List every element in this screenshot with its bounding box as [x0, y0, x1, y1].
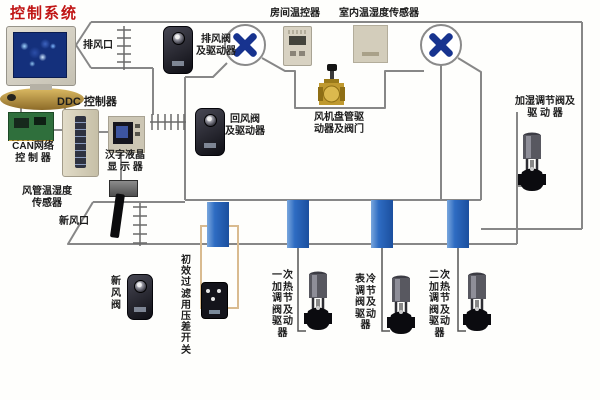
label-filter-pressure-switch: 初 效 过 滤 用 压 差 开 关 — [181, 255, 191, 356]
sensor-slot — [362, 52, 379, 56]
indoor-sensor-device — [353, 25, 388, 63]
pc-base-button — [7, 94, 16, 101]
secondary-heating-valve-device — [463, 272, 491, 331]
label-exhaust-outlet: 排风口 — [83, 40, 113, 51]
primary-heating-valve-device — [304, 271, 332, 330]
thermostat-vents — [288, 30, 307, 34]
cooling-pipe — [371, 200, 393, 248]
label-fresh-air-valve: 新 风 阀 — [111, 276, 121, 311]
fan-coil-valve-device — [318, 64, 345, 105]
coil-symbol — [150, 114, 186, 130]
switch-dot — [206, 289, 210, 293]
pressure-switch-device — [201, 282, 228, 319]
switch-label-strip — [209, 310, 220, 314]
thermostat-button — [299, 51, 305, 56]
return-fan-icon — [420, 24, 462, 66]
label-cooling-valve: 表冷 调节 阀及 驱动 器 — [355, 274, 377, 331]
room-box-lines — [184, 62, 481, 201]
actuator-label-strip — [204, 143, 216, 148]
thermostat-button — [290, 51, 296, 56]
chip — [14, 118, 29, 128]
lcd-display-device — [108, 116, 145, 153]
label-primary-heating-valve: 一次 加热 调节 阀及 驱动 器 — [272, 270, 294, 339]
room-thermostat-device — [283, 26, 312, 66]
label-ddc-controller: DDC 控制器 — [57, 96, 117, 108]
page-title: 控制系统 — [10, 5, 79, 22]
label-can-controller: CAN网络 控 制 器 — [6, 141, 60, 165]
primary-heat-pipe — [287, 200, 309, 248]
fresh-air-damper-actuator — [127, 274, 153, 320]
label-indoor-sensor: 室内温湿度传感器 — [339, 8, 419, 19]
label-secondary-heating-valve: 二次 加热 调节 阀及 驱动 器 — [429, 270, 451, 339]
fan-coil-shelf-lines — [261, 57, 482, 200]
switch-dot — [217, 289, 221, 293]
label-exhaust-valve-actuator: 排风阀 及驱动器 — [196, 34, 236, 57]
humidify-valve-device — [518, 132, 546, 191]
label-fresh-air-outlet: 新风口 — [59, 216, 89, 227]
lcd-button — [135, 132, 140, 136]
chip — [34, 117, 46, 125]
lcd-button — [135, 124, 140, 128]
fresh-air-duct-lines — [67, 201, 517, 245]
exhaust-duct-lines — [75, 21, 230, 115]
monitor-stand — [30, 84, 52, 90]
actuator-label-strip — [134, 307, 146, 312]
ceiling-and-right-duct-lines — [230, 21, 583, 230]
actuator-knob — [204, 114, 217, 127]
ddc-controller-device — [62, 109, 99, 177]
pc-base — [0, 88, 84, 110]
actuator-knob — [172, 32, 185, 45]
label-humidify-valve: 加湿调节阀及 驱 动 器 — [515, 96, 575, 119]
label-fan-coil-valve: 风机盘管驱 动器及阀门 — [314, 112, 364, 135]
surface-cooling-valve-device — [387, 275, 415, 334]
ddc-front-panel — [75, 116, 86, 168]
return-air-damper-actuator — [195, 108, 225, 156]
exhaust-damper-actuator — [163, 26, 193, 74]
secondary-heat-pipe — [447, 200, 469, 248]
fresh-air-pipe — [207, 202, 229, 247]
control-pc — [0, 24, 86, 110]
actuator-label-strip — [172, 61, 184, 66]
label-duct-sensor: 风管温湿度 传感器 — [22, 186, 72, 209]
actuator-knob — [134, 280, 147, 293]
supply-fan-icon — [224, 24, 266, 66]
label-room-thermostat: 房间温控器 — [270, 8, 320, 19]
lcd-graphic — [116, 126, 128, 138]
monitor-screen — [13, 32, 67, 78]
fresh-air-damper-icon — [133, 203, 147, 246]
exhaust-damper-icon — [117, 26, 131, 70]
thermostat-screen — [289, 36, 306, 45]
valve-connector-lines — [297, 247, 466, 332]
switch-dot — [211, 297, 215, 301]
label-return-valve: 回风阀 及驱动器 — [225, 114, 265, 137]
humidifier-line — [516, 112, 522, 244]
label-lcd-display: 汉字液晶 显 示 器 — [105, 150, 145, 173]
